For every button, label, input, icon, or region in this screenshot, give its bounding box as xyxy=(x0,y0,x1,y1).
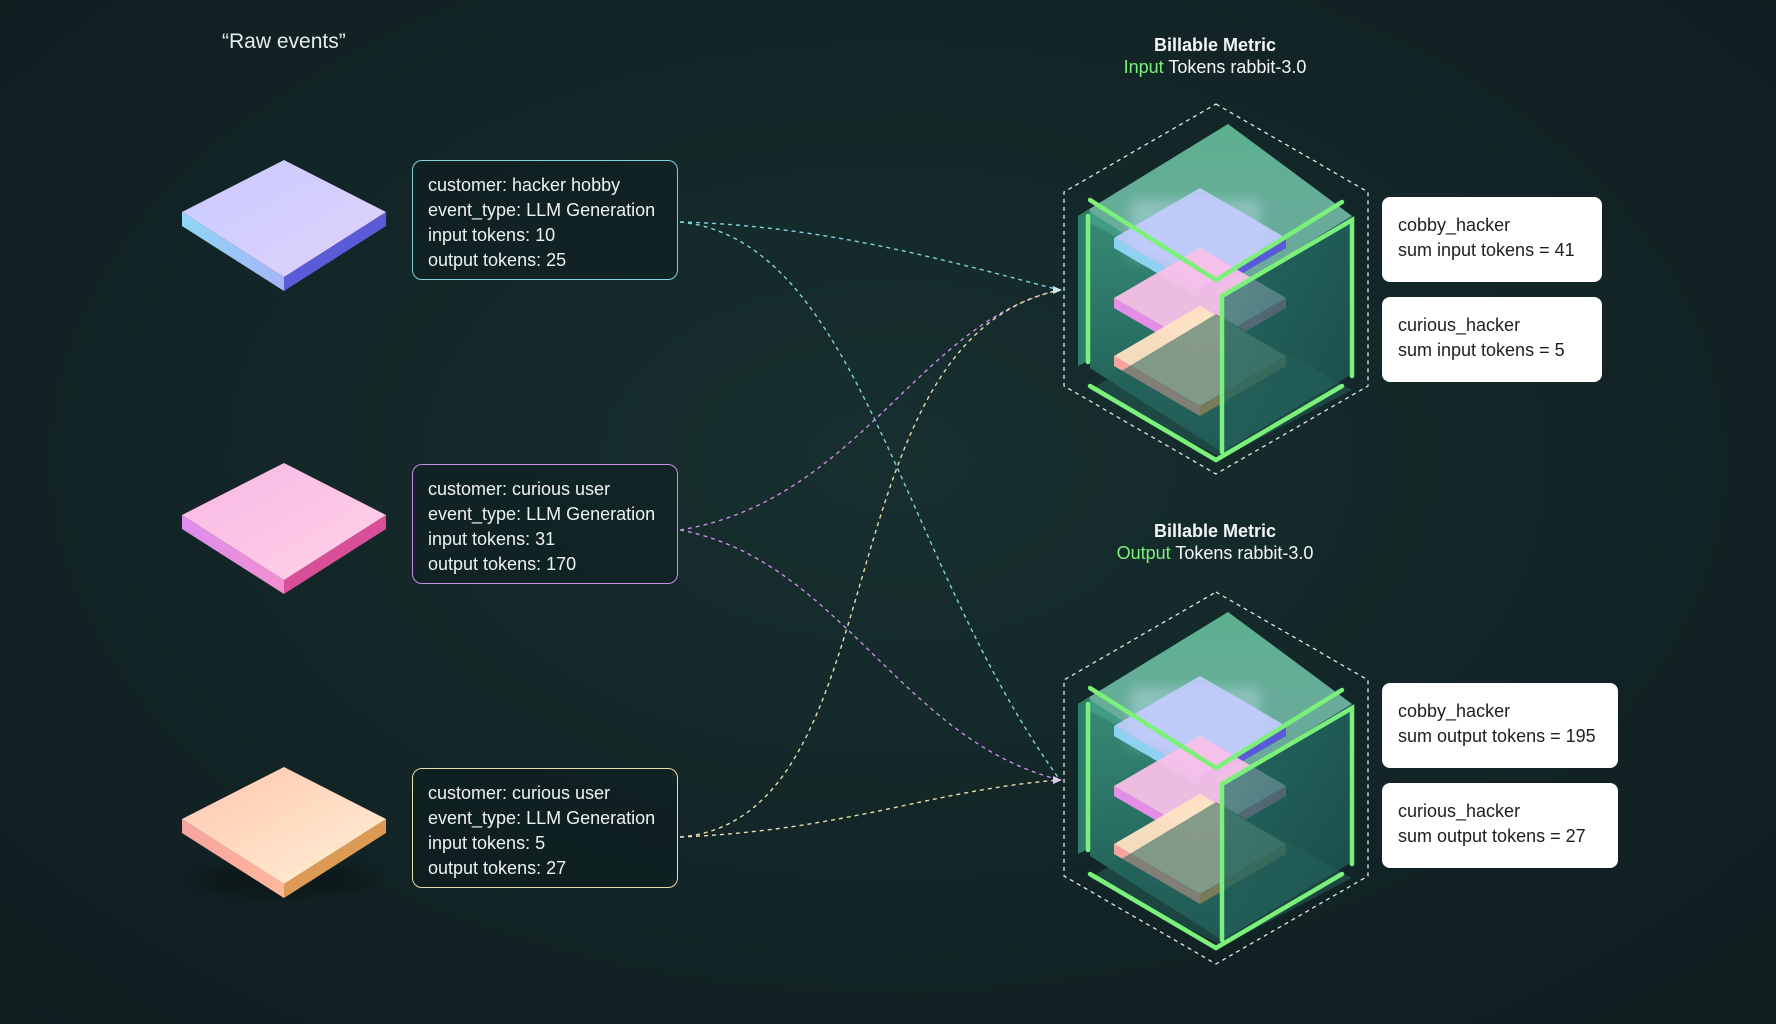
result-customer: curious_hacker xyxy=(1398,315,1521,335)
event-output-tokens: output tokens: 25 xyxy=(428,250,567,270)
result-card-output-2: curious_hacker sum output tokens = 27 xyxy=(1382,783,1618,868)
event-card-1: customer: hacker hobby event_type: LLM G… xyxy=(412,160,678,280)
event-tile-2-icon xyxy=(182,463,386,594)
wire-arrowhead-output xyxy=(1053,776,1062,784)
metric-cube-input-icon xyxy=(1063,103,1369,475)
metric-subtitle: Input Tokens rabbit-3.0 xyxy=(1050,56,1380,78)
wire-e3-input xyxy=(679,289,1061,838)
metric-heading: Billable Metric xyxy=(1153,521,1277,541)
result-customer: curious_hacker xyxy=(1398,801,1521,821)
metric-heading: Billable Metric xyxy=(1153,35,1277,55)
wire-e1-input xyxy=(679,221,1061,291)
result-customer: cobby_hacker xyxy=(1398,215,1511,235)
event-customer: customer: curious user xyxy=(428,479,611,499)
result-card-input-1: cobby_hacker sum input tokens = 41 xyxy=(1382,197,1602,282)
event-output-tokens: output tokens: 27 xyxy=(428,858,567,878)
wire-e3-output xyxy=(679,779,1061,838)
result-value: sum output tokens = 195 xyxy=(1398,726,1596,746)
metric-accent: Output xyxy=(1116,543,1171,563)
event-card-2: customer: curious user event_type: LLM G… xyxy=(412,464,678,584)
event-type: event_type: LLM Generation xyxy=(428,200,656,220)
wire-e2-input xyxy=(679,289,1061,531)
result-customer: cobby_hacker xyxy=(1398,701,1511,721)
metric-subtitle-rest: Tokens rabbit-3.0 xyxy=(1163,57,1307,77)
result-card-output-1: cobby_hacker sum output tokens = 195 xyxy=(1382,683,1618,768)
event-card-3: customer: curious user event_type: LLM G… xyxy=(412,768,678,888)
event-input-tokens: input tokens: 10 xyxy=(428,225,556,245)
event-type: event_type: LLM Generation xyxy=(428,504,656,524)
result-card-input-2: curious_hacker sum input tokens = 5 xyxy=(1382,297,1602,382)
raw-events-title: “Raw events” xyxy=(222,30,346,53)
event-tile-3-icon xyxy=(182,767,386,898)
event-output-tokens: output tokens: 170 xyxy=(428,554,577,574)
wire-arrowhead-input xyxy=(1053,286,1062,294)
event-input-tokens: input tokens: 31 xyxy=(428,529,556,549)
event-customer: customer: hacker hobby xyxy=(428,175,621,195)
result-value: sum input tokens = 5 xyxy=(1398,340,1565,360)
event-tile-1-icon xyxy=(182,160,386,291)
wire-e1-output xyxy=(679,221,1061,781)
metric-title-input: Billable Metric Input Tokens rabbit-3.0 xyxy=(1050,34,1380,78)
wire-e2-output xyxy=(679,529,1061,781)
metric-subtitle: Output Tokens rabbit-3.0 xyxy=(1050,542,1380,564)
event-customer: customer: curious user xyxy=(428,783,611,803)
metric-cube-output-icon xyxy=(1063,591,1369,965)
metric-accent: Input xyxy=(1123,57,1164,77)
event-input-tokens: input tokens: 5 xyxy=(428,833,546,853)
metric-title-output: Billable Metric Output Tokens rabbit-3.0 xyxy=(1050,520,1380,564)
result-value: sum input tokens = 41 xyxy=(1398,240,1575,260)
event-type: event_type: LLM Generation xyxy=(428,808,656,828)
result-value: sum output tokens = 27 xyxy=(1398,826,1586,846)
metric-subtitle-rest: Tokens rabbit-3.0 xyxy=(1170,543,1314,563)
